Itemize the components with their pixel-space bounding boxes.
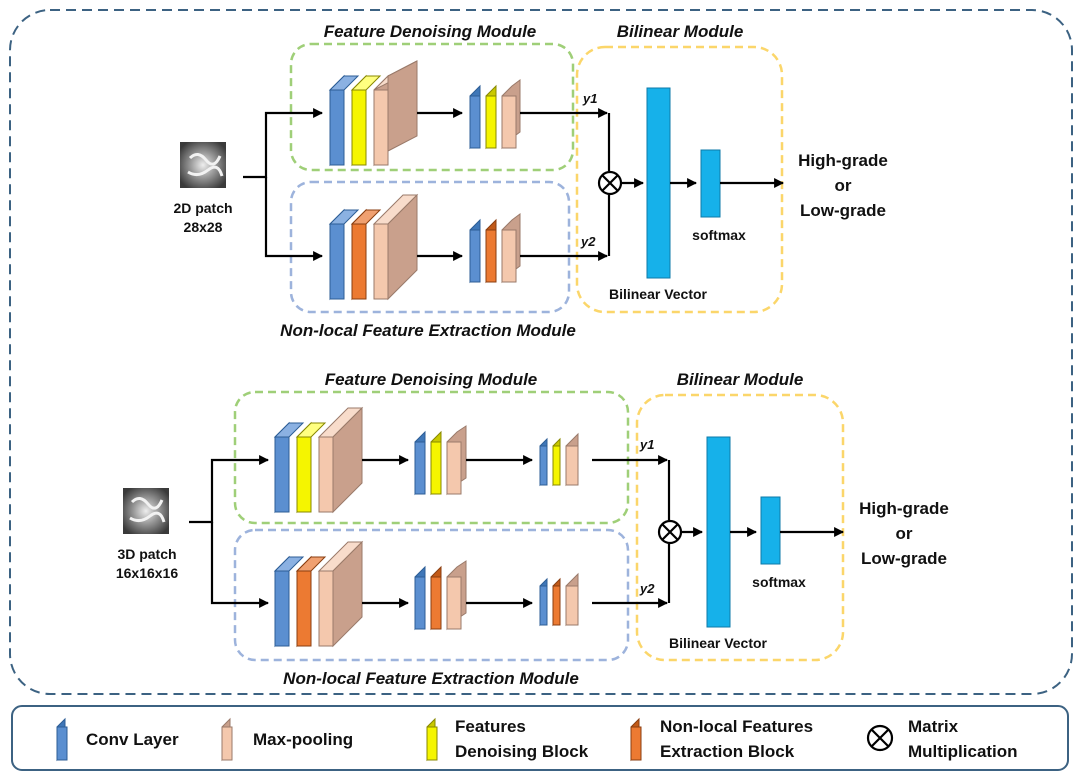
bottom-nonlocal-box (233, 528, 630, 662)
top-network: Feature Denoising Module Non-local Featu… (173, 22, 887, 340)
bottom-bilinear-box (635, 393, 845, 662)
bottom-y1-label: y1 (639, 437, 654, 452)
top-matmul-icon (597, 170, 623, 196)
bottom-output-line-2: or (896, 524, 913, 543)
bottom-bilinear-title: Bilinear Module (677, 370, 804, 389)
top-upper-block-1 (328, 60, 418, 167)
bottom-nonlocal-title: Non-local Feature Extraction Module (283, 669, 579, 688)
top-y2-label: y2 (580, 234, 596, 249)
top-output-line-3: Low-grade (800, 201, 886, 220)
top-denoise-title: Feature Denoising Module (324, 22, 537, 41)
legend-denoise-label-2: Denoising Block (455, 742, 589, 761)
legend-denoise-label-1: Features (455, 717, 526, 736)
legend-maxpool-label: Max-pooling (253, 730, 353, 749)
bottom-lower-block-2 (414, 560, 467, 631)
top-input-patch (180, 142, 226, 188)
legend-nonlocal-label-2: Extraction Block (660, 742, 795, 761)
bottom-input-patch (123, 488, 169, 534)
bottom-y2-label: y2 (639, 581, 655, 596)
bottom-matmul-icon (657, 519, 683, 545)
top-lower-block-2 (469, 213, 521, 284)
bottom-denoise-box (233, 390, 630, 525)
legend-box (11, 705, 1069, 771)
bottom-upper-block-2 (414, 425, 467, 496)
top-input-label-2: 28x28 (184, 219, 223, 235)
outer-dashed-border (9, 9, 1073, 695)
legend: Conv Layer Max-pooling Features Denoisin… (11, 705, 1069, 771)
legend-matmul-label-1: Matrix (908, 717, 959, 736)
bottom-input-label-2: 16x16x16 (116, 565, 179, 581)
top-y1-label: y1 (582, 91, 597, 106)
top-bilinear-vector-label: Bilinear Vector (609, 286, 708, 302)
bottom-lower-block-1 (273, 540, 364, 648)
legend-conv-label: Conv Layer (86, 730, 179, 749)
top-nonlocal-box (289, 180, 571, 314)
legend-conv-icon (56, 717, 68, 762)
top-lower-block-1 (328, 193, 419, 301)
bottom-bilinear-vector (706, 436, 731, 628)
top-denoise-box (289, 42, 575, 172)
top-output-line-1: High-grade (798, 151, 888, 170)
bottom-upper-block-1 (273, 406, 364, 514)
bottom-input-label-1: 3D patch (117, 546, 176, 562)
top-softmax-label: softmax (692, 227, 746, 243)
legend-nonlocal-icon (630, 717, 642, 762)
bottom-output-line-3: Low-grade (861, 549, 947, 568)
legend-matmul-icon (866, 724, 894, 752)
top-input-label-1: 2D patch (173, 200, 232, 216)
bottom-denoise-title: Feature Denoising Module (325, 370, 538, 389)
legend-maxpool-icon (221, 717, 233, 762)
legend-matmul-label-2: Multiplication (908, 742, 1018, 761)
bottom-network: Feature Denoising Module Non-local Featu… (116, 370, 949, 688)
bottom-softmax-label: softmax (752, 574, 806, 590)
bottom-softmax-vector (760, 496, 781, 565)
top-softmax-vector (700, 149, 721, 218)
bottom-upper-block-3 (539, 432, 579, 487)
legend-nonlocal-label-1: Non-local Features (660, 717, 813, 736)
bottom-output-line-1: High-grade (859, 499, 949, 518)
top-nonlocal-title: Non-local Feature Extraction Module (280, 321, 576, 340)
top-bilinear-title: Bilinear Module (617, 22, 744, 41)
legend-denoise-icon (426, 717, 438, 762)
bottom-bilinear-vector-label: Bilinear Vector (669, 635, 768, 651)
top-output-line-2: or (835, 176, 852, 195)
top-upper-block-2 (469, 79, 521, 150)
top-bilinear-vector (646, 87, 671, 279)
bottom-lower-block-3 (539, 572, 579, 627)
top-bilinear-box (575, 45, 784, 314)
